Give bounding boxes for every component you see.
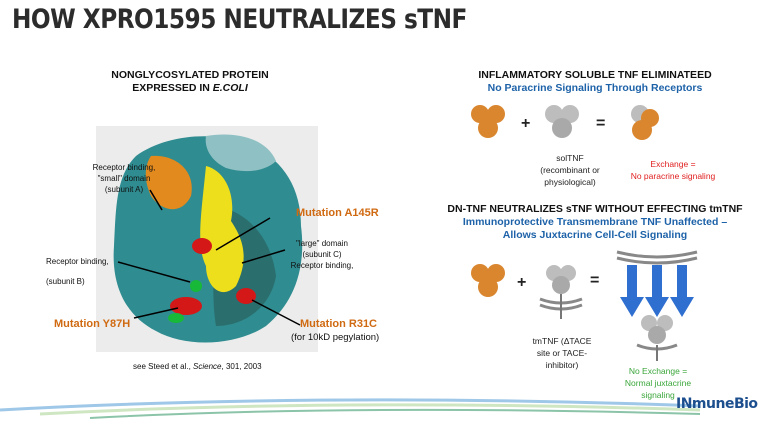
citation: see Steed et al., Science, 301, 2003 <box>133 362 262 371</box>
gray-soltnf-icon <box>545 105 579 138</box>
tmtnf-equation-graphic <box>471 250 698 361</box>
line-small-domain <box>149 189 163 211</box>
mutation-r31c-site <box>236 288 256 304</box>
mutation-y87h-site <box>170 297 202 315</box>
left-heading: NONGLYCOSYLATED PROTEIN EXPRESSED IN E.C… <box>95 69 285 95</box>
mutation-a145r-site <box>192 238 212 254</box>
label-small-domain: Receptor binding, "small" domain (subuni… <box>92 163 156 194</box>
slide-title: HOW XPRO1595 NEUTRALIZES sTNF <box>12 4 467 35</box>
equals-operator-bottom: = <box>590 272 600 289</box>
heterotrimer-icon <box>631 105 659 140</box>
green-subunit-b <box>190 280 202 292</box>
right-top-heading: INFLAMMATORY SOLUBLE TNF ELIMINATEED <box>478 69 712 81</box>
plus-operator-top: + <box>521 115 531 132</box>
right-bottom-heading: DN-TNF NEUTRALIZES sTNF WITHOUT EFFECTIN… <box>447 203 743 215</box>
orange-dn-tnf-icon-1 <box>471 105 505 138</box>
inmunebio-logo: INmuneBio <box>676 396 758 412</box>
exchange-label: Exchange = No paracrine signaling <box>630 159 716 181</box>
line-r31c <box>251 299 301 326</box>
right-bottom-subheading: Immunoprotective Transmembrane TNF Unaff… <box>462 216 728 241</box>
label-subunit-b: Receptor binding, (subunit B) <box>46 257 109 286</box>
tmtnf-label: tmTNF (ΔTACE site or TACE- inhibitor) <box>532 336 592 370</box>
mutation-r31c-label: Mutation R31C <box>300 318 377 330</box>
line-y87h <box>133 307 179 319</box>
left-heading-line2: EXPRESSED IN E.COLI <box>132 82 248 94</box>
line-large-domain <box>241 249 286 264</box>
mutation-a145r-label: Mutation A145R <box>296 207 379 219</box>
plus-operator-bottom: + <box>517 274 527 291</box>
r31c-note: (for 10kD pegylation) <box>291 332 380 343</box>
receptor-signaling-icon <box>616 250 698 361</box>
left-heading-line1: NONGLYCOSYLATED PROTEIN <box>111 69 269 81</box>
green-patch <box>168 313 184 323</box>
line-subunit-b <box>117 261 191 283</box>
ecoli-text: E.COLI <box>212 82 248 94</box>
right-top-subheading: No Paracrine Signaling Through Receptors <box>487 82 703 94</box>
soltnf-equation-graphic <box>471 105 659 140</box>
label-large-domain: "large" domain (subunit C) Receptor bind… <box>290 239 354 270</box>
orange-dn-tnf-icon-2 <box>471 264 505 297</box>
no-exchange-label: No Exchange = Normal juxtacrine signalin… <box>624 366 692 400</box>
line-a145r <box>215 217 271 251</box>
protein-structure-image <box>96 126 318 352</box>
footer-swoosh <box>0 398 701 419</box>
equals-operator-top: = <box>596 115 606 132</box>
protein-top-light <box>205 134 276 172</box>
yellow-subunit-c <box>200 166 244 293</box>
tmtnf-icon <box>539 265 583 319</box>
soltnf-label: solTNF (recombinant or physiological) <box>540 153 600 187</box>
mutation-y87h-label: Mutation Y87H <box>54 318 131 330</box>
orange-subunit-a <box>145 155 192 210</box>
